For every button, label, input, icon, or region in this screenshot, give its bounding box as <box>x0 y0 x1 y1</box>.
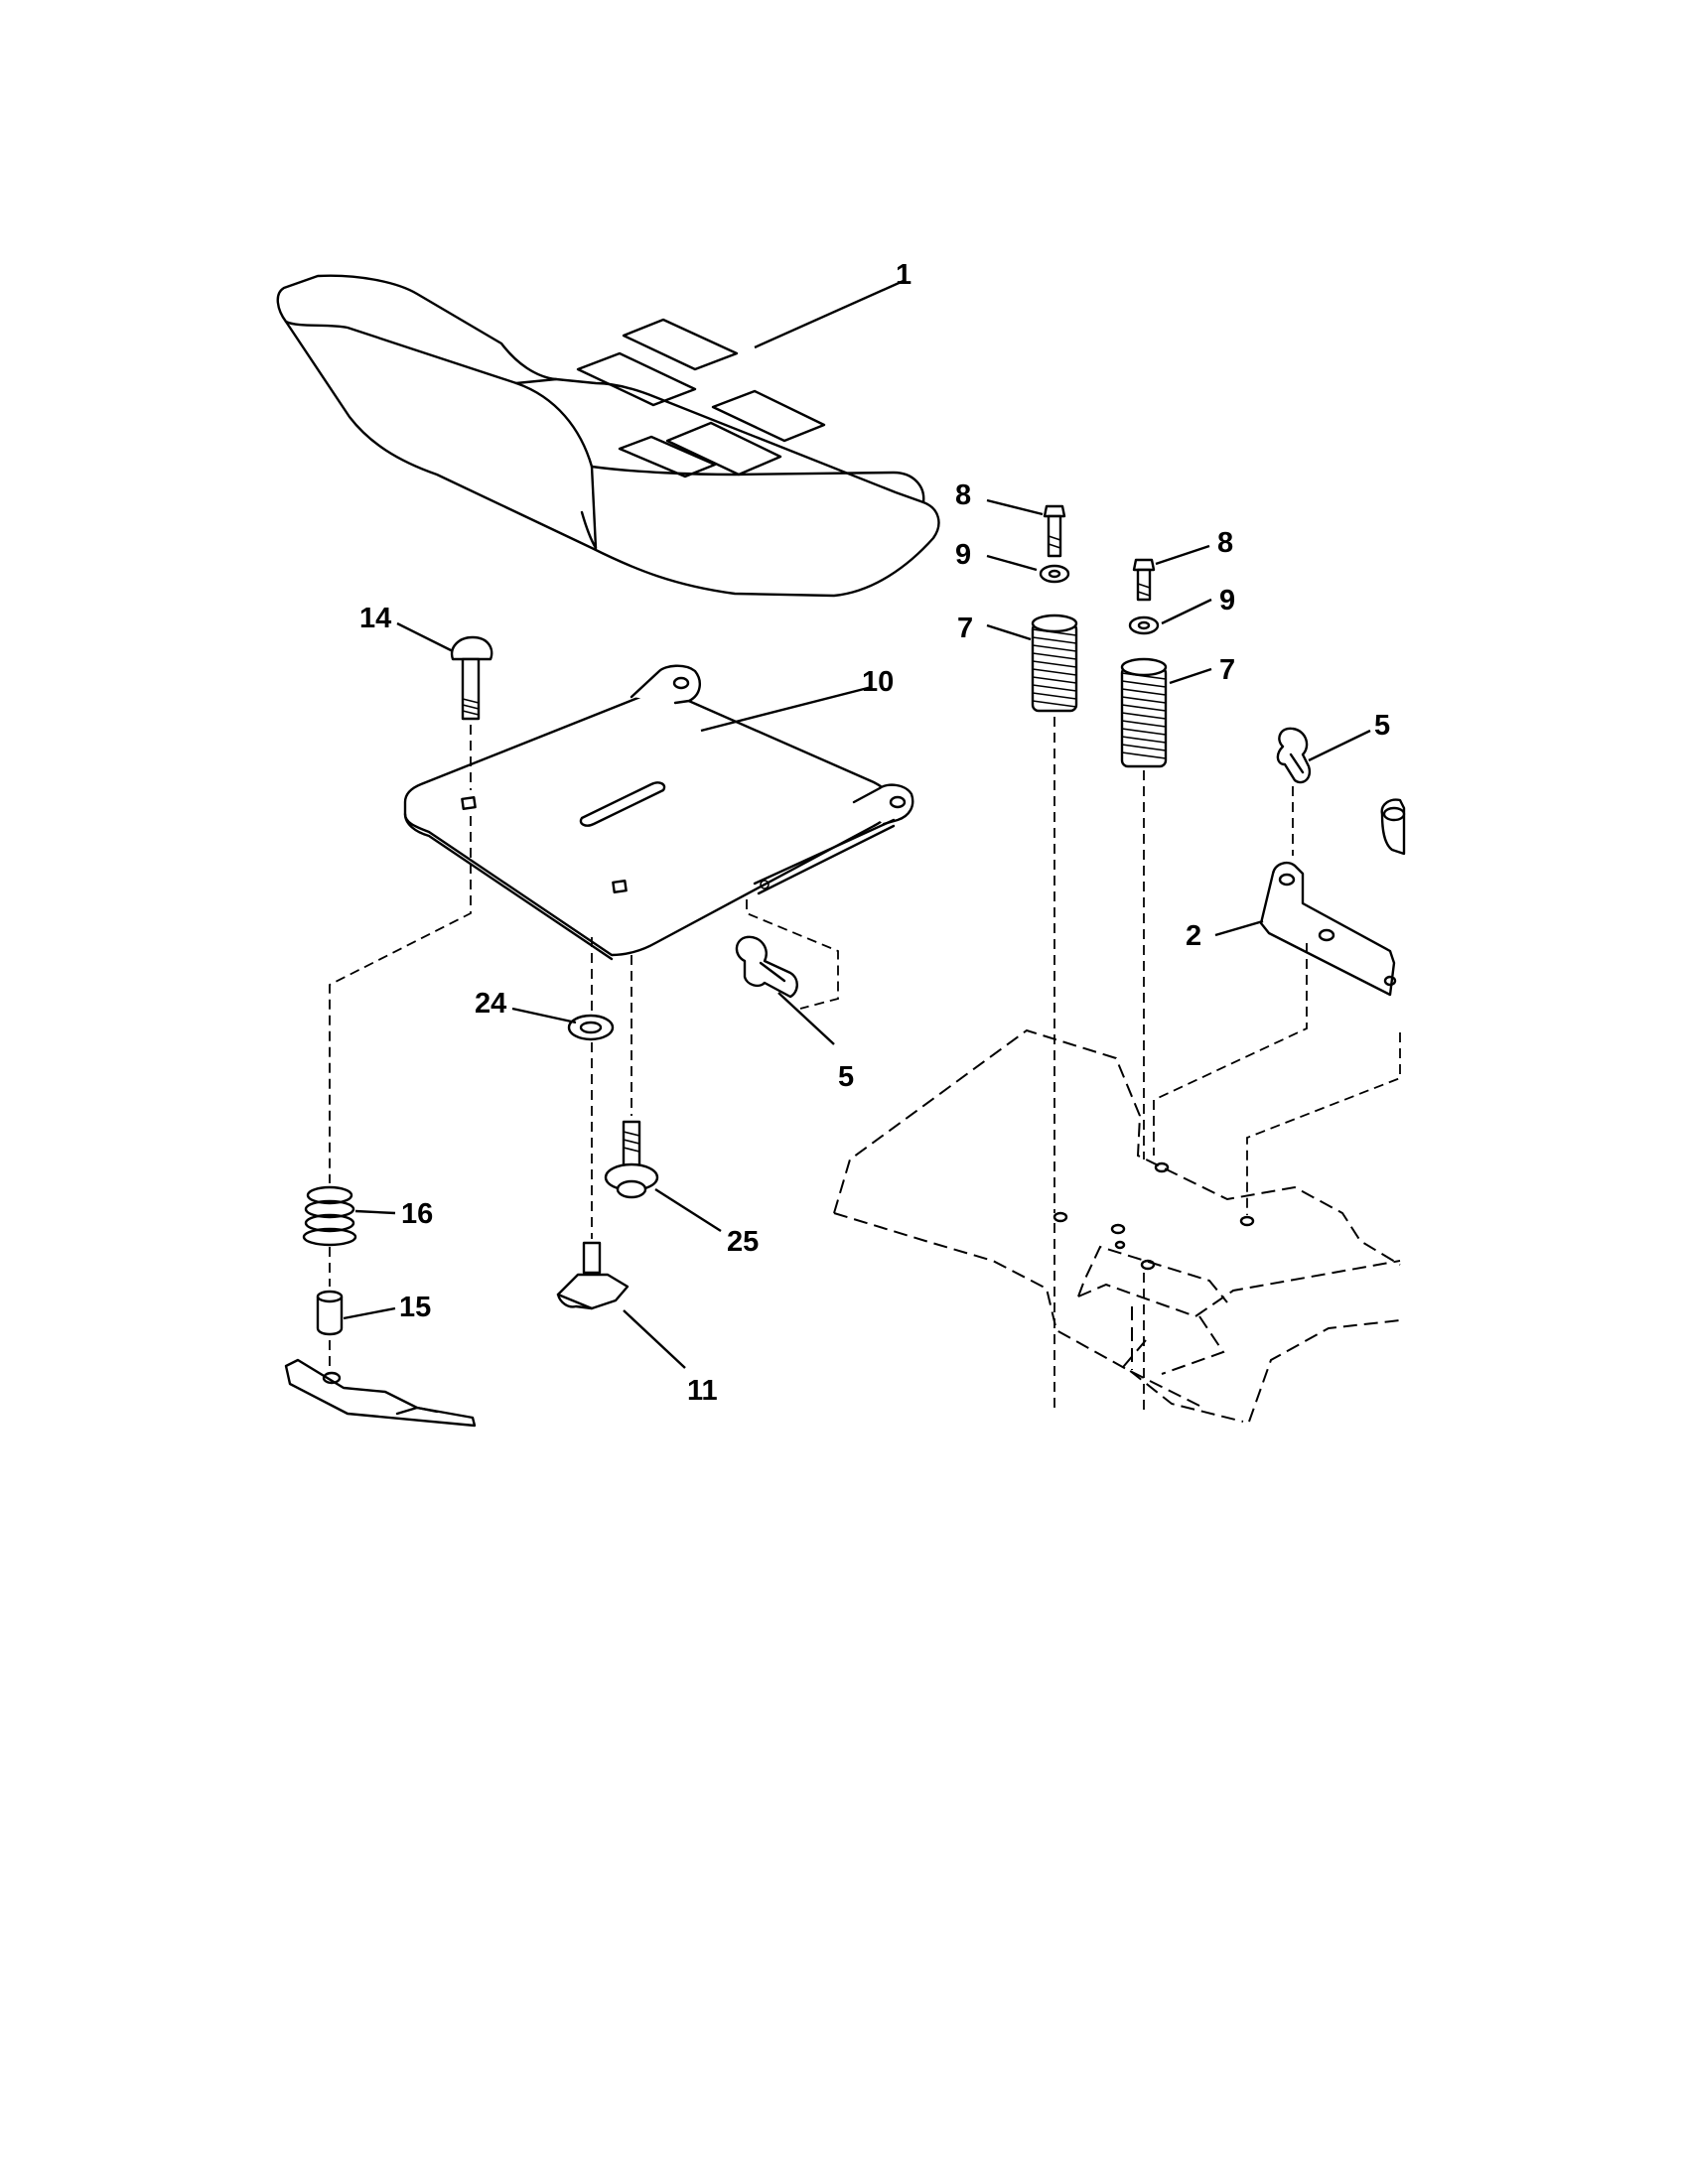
callout-7-right: 7 <box>1219 654 1235 686</box>
callout-14: 14 <box>359 603 391 634</box>
clip-part-right <box>1276 727 1371 784</box>
spring-right <box>1120 657 1168 768</box>
callout-9-right: 9 <box>1219 585 1235 616</box>
stack-right <box>1120 544 1212 768</box>
callout-5-left: 5 <box>838 1061 854 1093</box>
frame-fragment-left <box>284 1358 477 1428</box>
callout-24: 24 <box>475 988 506 1020</box>
callout-10: 10 <box>862 666 894 698</box>
callout-8-left: 8 <box>955 479 971 511</box>
assembly-lines <box>329 717 1401 1414</box>
callout-7-left: 7 <box>957 613 973 644</box>
callout-labels: 1 10 14 24 25 5 16 15 11 8 9 7 8 9 7 5 2 <box>359 259 1390 1407</box>
callout-8-right: 8 <box>1217 527 1233 559</box>
callout-1: 1 <box>896 259 912 291</box>
clip-part-left <box>735 935 835 1045</box>
mounting-frame-outline <box>833 1028 1401 1423</box>
small-spring-part <box>302 1185 396 1247</box>
carriage-bolt-part <box>396 621 493 721</box>
seat-pad-group <box>576 318 826 478</box>
spacer-part <box>316 1290 396 1336</box>
shoulder-bolt-part <box>604 1120 722 1233</box>
stack-left <box>986 498 1078 713</box>
seat-part <box>276 274 940 598</box>
callout-25: 25 <box>727 1226 759 1258</box>
callout-2: 2 <box>1186 920 1201 952</box>
callout-11: 11 <box>687 1375 718 1407</box>
callout-16: 16 <box>401 1198 433 1230</box>
callout-9-left: 9 <box>955 539 971 571</box>
knob-part <box>556 1241 686 1369</box>
washer-part <box>511 1007 615 1041</box>
seat-pan-part <box>403 664 914 961</box>
spring-left <box>1031 614 1078 713</box>
callout-5-right: 5 <box>1374 710 1390 742</box>
bracket-part <box>1214 798 1406 997</box>
callout-15: 15 <box>399 1292 431 1323</box>
